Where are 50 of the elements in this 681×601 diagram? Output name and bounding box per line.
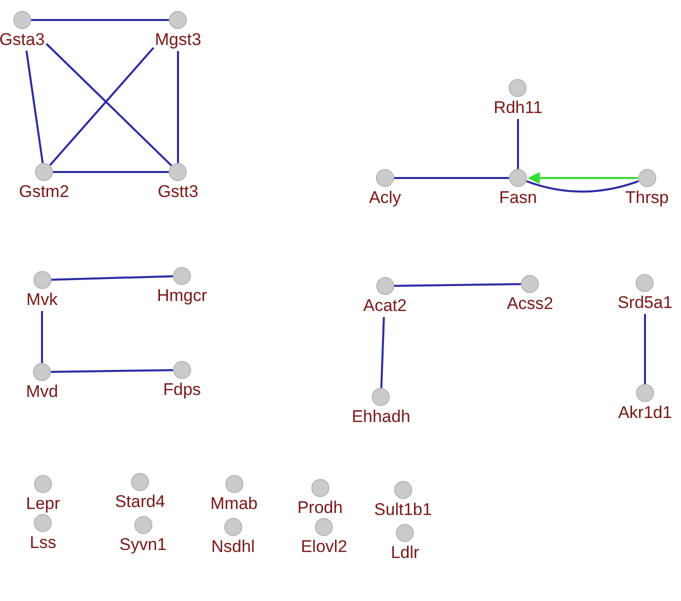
- connector-line: [31, 19, 169, 21]
- connector-line: [380, 316, 385, 388]
- connector-line: [517, 119, 519, 169]
- gene-label: Srd5a1: [618, 293, 672, 313]
- gene-label: Mmab: [210, 494, 258, 514]
- connector-line: [394, 283, 522, 287]
- gene-label: Fdps: [163, 380, 201, 400]
- gene-label: Lss: [30, 533, 56, 553]
- connector-line: [526, 180, 639, 193]
- gene-node: [119, 516, 167, 555]
- connector-line: [46, 43, 172, 166]
- gene-label: Mgst3: [154, 30, 202, 50]
- connector-line: [644, 314, 646, 384]
- gene-label: Thrsp: [625, 188, 669, 208]
- gene-label: Fasn: [499, 188, 537, 208]
- gene-label: Elovl2: [300, 537, 348, 557]
- connector-line: [177, 51, 179, 163]
- gene-label: Lepr: [26, 494, 60, 514]
- gene-label: Syvn1: [119, 535, 167, 555]
- gene-label: Mvk: [26, 290, 58, 310]
- connector-line: [41, 311, 43, 363]
- gene-label: Nsdhl: [211, 537, 255, 557]
- connector-line: [50, 275, 174, 281]
- gene-label: Akr1d1: [618, 403, 672, 423]
- gene-label: Gstt3: [158, 182, 198, 202]
- gene-label: Acss2: [506, 294, 554, 314]
- connector-line: [25, 50, 44, 164]
- gene-node: [368, 169, 402, 208]
- connector-line: [394, 177, 509, 179]
- gene-label: Acat2: [363, 296, 407, 316]
- gene-label: Stard4: [114, 492, 166, 512]
- gene-node: [163, 361, 201, 400]
- connector-line: [50, 369, 174, 373]
- gene-label: Rdh11: [494, 98, 542, 118]
- gene-label: Mvd: [26, 382, 58, 402]
- gene-label: Ehhadh: [352, 407, 410, 427]
- gene-node: [625, 169, 669, 208]
- connector-line: [49, 47, 154, 166]
- gene-label: Gstm2: [18, 182, 70, 202]
- gene-label: Prodh: [297, 498, 343, 518]
- gene-label: Gsta3: [0, 30, 45, 50]
- arrow: [528, 172, 638, 184]
- gene-label: Sult1b1: [374, 500, 432, 520]
- connector-line: [53, 171, 169, 173]
- gene-label: Ldlr: [390, 543, 420, 563]
- gene-node: [156, 267, 208, 306]
- gene-label: Hmgcr: [156, 286, 208, 306]
- gene-node: [26, 475, 60, 514]
- gene-label: Acly: [368, 188, 402, 208]
- gene-node: [154, 11, 202, 50]
